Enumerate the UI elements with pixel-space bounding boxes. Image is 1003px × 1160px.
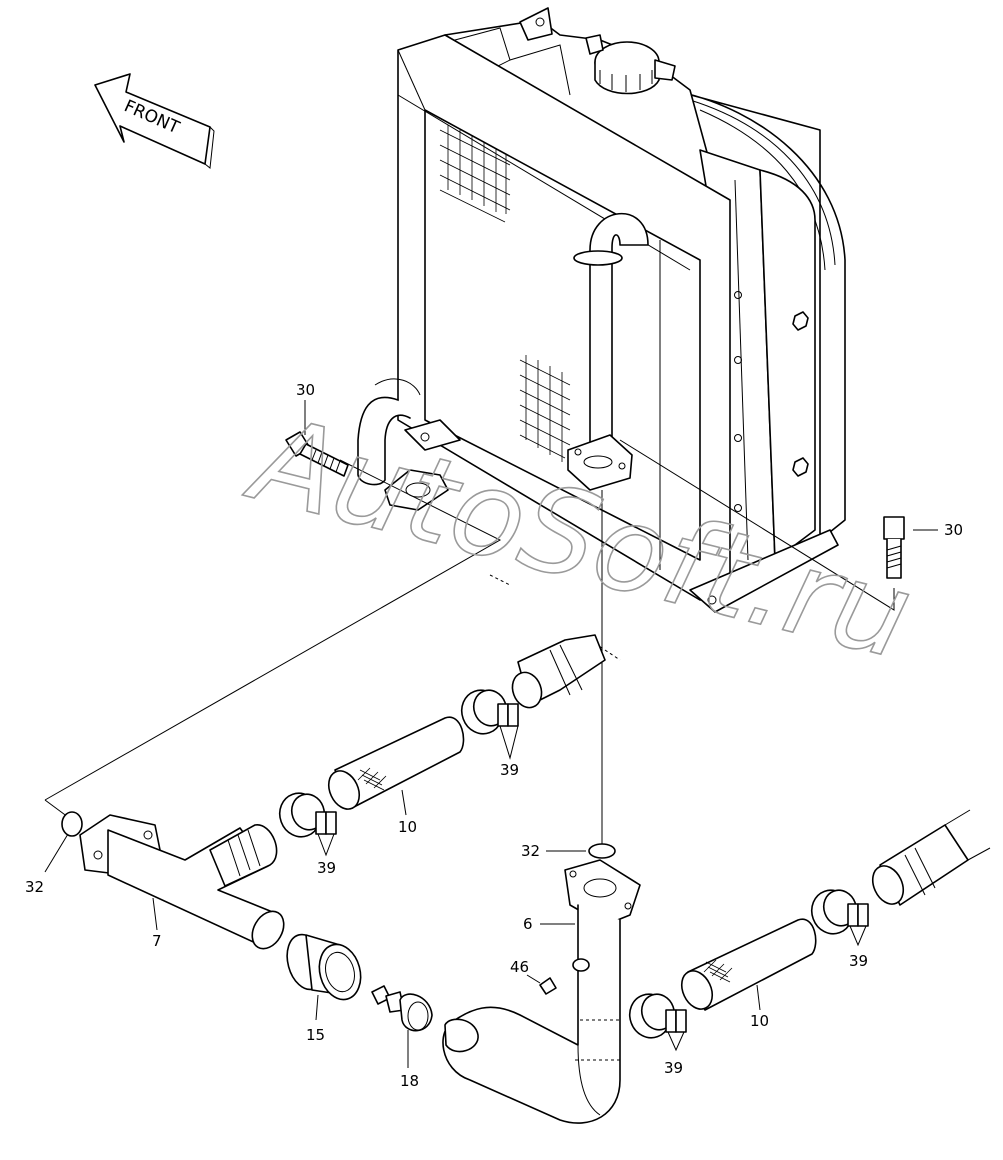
callout-pipe-t: 7 xyxy=(152,932,162,950)
radiator-hose-end-upper xyxy=(511,634,606,709)
plug xyxy=(539,977,557,995)
callouts: 30 30 32 32 7 10 10 39 39 39 39 6 46 15 … xyxy=(25,381,963,1090)
callout-clamp-d: 39 xyxy=(664,1059,683,1077)
callout-hose-upper: 10 xyxy=(398,818,417,836)
callout-bolt-left: 30 xyxy=(296,381,315,399)
clamp-b xyxy=(278,792,337,838)
reducer xyxy=(286,933,362,1001)
radiator xyxy=(357,7,846,613)
front-arrow: FRONT xyxy=(94,73,215,169)
callout-pipe-elbow: 6 xyxy=(523,915,533,933)
radiator-hose-end-lower xyxy=(871,809,991,906)
oring-right xyxy=(588,843,616,859)
core-mesh-upper xyxy=(439,125,511,223)
core-mesh-lower xyxy=(519,355,571,462)
clamp-d xyxy=(628,993,687,1039)
hose-lower xyxy=(680,918,817,1011)
callout-reducer: 15 xyxy=(306,1026,325,1044)
sensor xyxy=(371,985,433,1032)
hose-upper xyxy=(327,716,465,810)
callout-clamp-b: 39 xyxy=(317,859,336,877)
oring-left xyxy=(61,811,83,837)
callout-oring-left: 32 xyxy=(25,878,44,896)
pipe-t xyxy=(79,814,285,950)
callout-bolt-right: 30 xyxy=(944,521,963,539)
callout-sensor: 18 xyxy=(400,1072,419,1090)
pipe-elbow xyxy=(442,859,641,1124)
bolt-right xyxy=(883,516,905,579)
clamp-a xyxy=(460,689,519,735)
callout-clamp-a: 39 xyxy=(500,761,519,779)
clamp-c xyxy=(810,889,869,935)
bolt-left xyxy=(285,431,349,477)
callout-plug: 46 xyxy=(510,958,529,976)
callout-oring-right: 32 xyxy=(521,842,540,860)
explode-lines xyxy=(44,400,938,845)
callout-hose-lower: 10 xyxy=(750,1012,769,1030)
callout-clamp-c: 39 xyxy=(849,952,868,970)
